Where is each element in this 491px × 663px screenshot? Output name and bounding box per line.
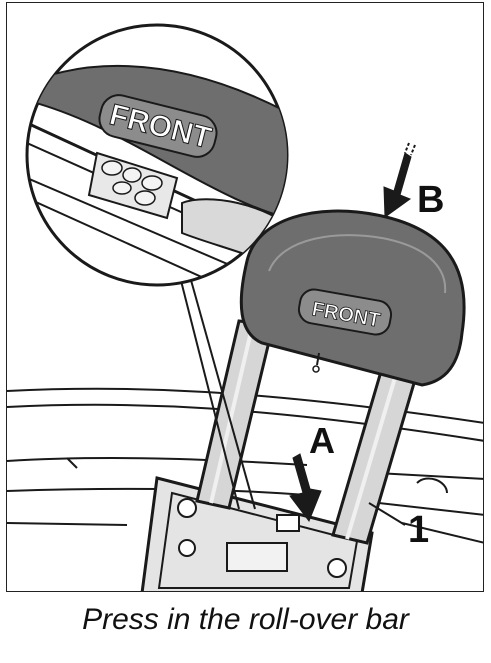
arrow-b-icon [383, 142, 416, 218]
arrow-a-icon [289, 453, 322, 523]
illustration-frame: FRONT [6, 2, 484, 592]
figure-caption: Press in the roll-over bar [82, 603, 409, 636]
roll-over-bar-illustration: FRONT [7, 23, 483, 591]
callout-b: B [417, 179, 445, 221]
detail-magnifier [25, 23, 289, 287]
right-post [331, 366, 419, 545]
part-1-leader-line [368, 502, 406, 526]
left-post [195, 319, 275, 510]
roll-over-bar-headrest [239, 209, 466, 387]
callout-1: 1 [408, 509, 430, 551]
detail-leader-lines [176, 264, 256, 510]
roll-over-bar-base [140, 476, 374, 591]
callout-a: A [309, 420, 335, 461]
